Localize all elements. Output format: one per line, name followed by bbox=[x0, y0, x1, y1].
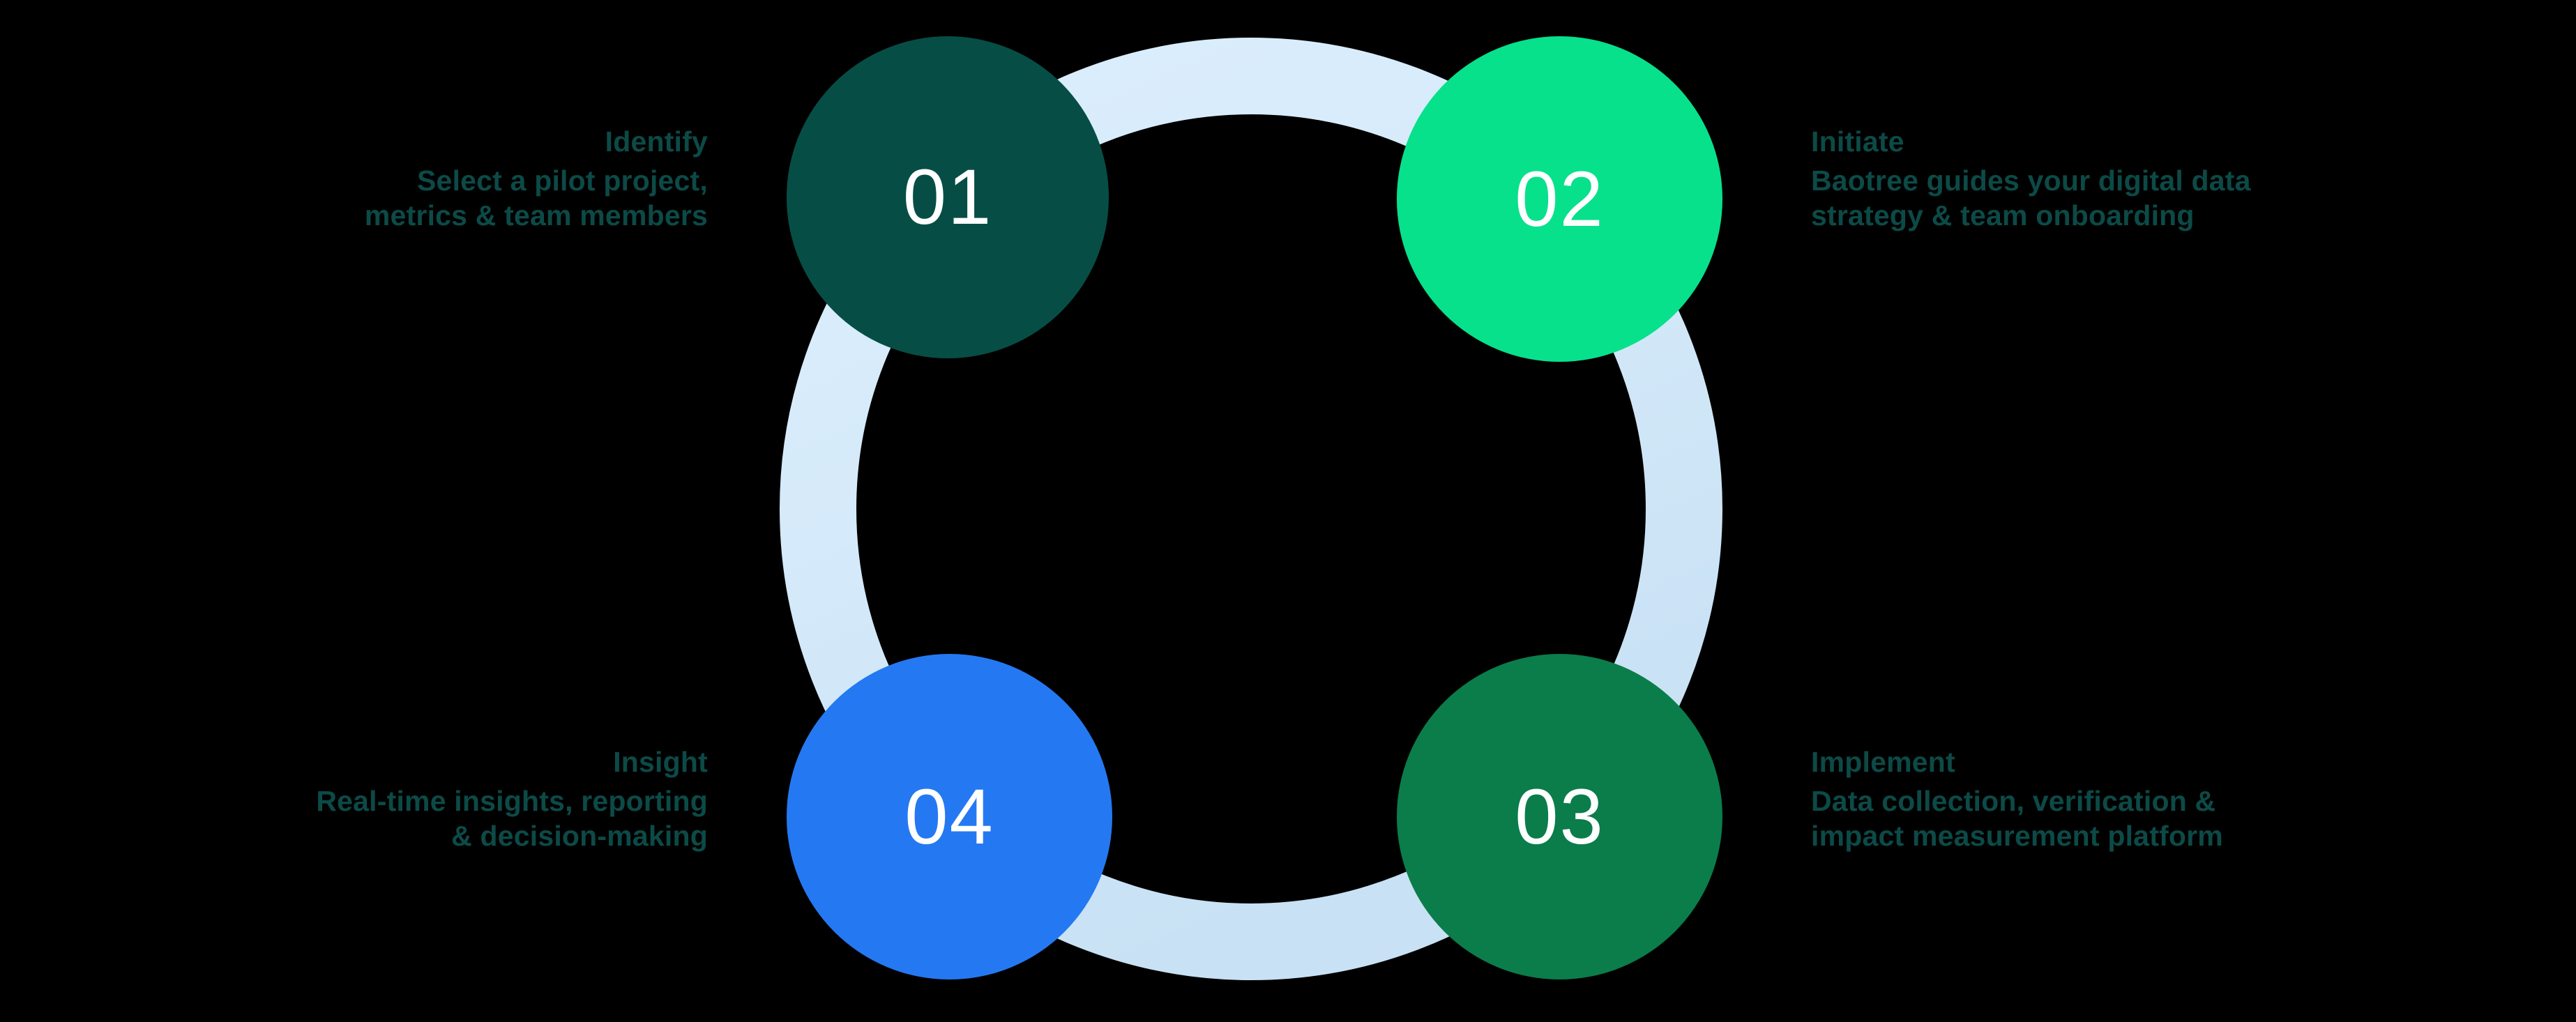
step-caption-identify: Identify Select a pilot project, metrics… bbox=[28, 124, 708, 233]
step-node-01[interactable]: 01 bbox=[787, 36, 1109, 358]
step-description-insight-line1: Real-time insights, reporting bbox=[316, 785, 708, 818]
step-caption-insight: Insight Real-time insights, reporting & … bbox=[28, 745, 708, 853]
step-description-implement-line2: impact measurement platform bbox=[1811, 820, 2223, 853]
step-description-insight-line2: & decision-making bbox=[451, 820, 708, 853]
step-number-03: 03 bbox=[1515, 772, 1605, 860]
step-node-04[interactable]: 04 bbox=[787, 654, 1112, 979]
step-node-02[interactable]: 02 bbox=[1397, 36, 1722, 362]
step-description-identify-line2: metrics & team members bbox=[364, 199, 708, 232]
step-number-04: 04 bbox=[904, 772, 994, 860]
step-number-01: 01 bbox=[902, 153, 993, 241]
step-caption-implement: Implement Data collection, verification … bbox=[1811, 745, 2550, 853]
step-title-initiate: Initiate bbox=[1811, 125, 1904, 158]
step-number-02: 02 bbox=[1515, 155, 1605, 243]
step-description-implement-line1: Data collection, verification & bbox=[1811, 785, 2216, 818]
step-description-identify-line1: Select a pilot project, bbox=[417, 165, 708, 197]
step-node-03[interactable]: 03 bbox=[1397, 654, 1722, 979]
connector-ring bbox=[780, 38, 1722, 980]
step-title-insight: Insight bbox=[613, 746, 708, 778]
step-title-identify: Identify bbox=[605, 125, 708, 158]
step-caption-initiate: Initiate Baotree guides your digital dat… bbox=[1811, 124, 2550, 233]
step-title-implement: Implement bbox=[1811, 746, 1955, 778]
step-description-initiate-line2: strategy & team onboarding bbox=[1811, 199, 2195, 232]
ring-stroke bbox=[780, 38, 1722, 980]
step-description-initiate-line1: Baotree guides your digital data bbox=[1811, 165, 2251, 197]
